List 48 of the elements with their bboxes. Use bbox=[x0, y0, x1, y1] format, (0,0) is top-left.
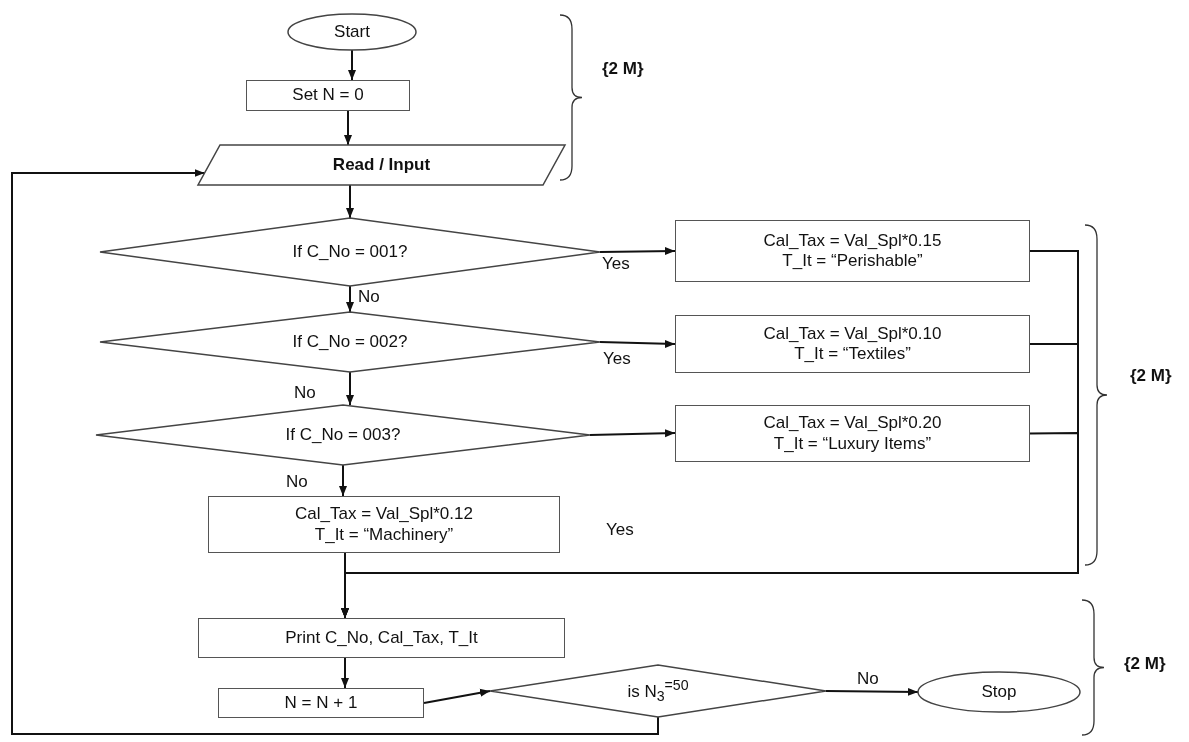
arrow bbox=[341, 657, 349, 689]
process-box bbox=[246, 80, 410, 111]
decision-diamond bbox=[96, 405, 590, 465]
arrow bbox=[348, 49, 356, 81]
node-text: Cal_Tax = Val_Spl*0.12 bbox=[295, 504, 473, 525]
process-box bbox=[208, 496, 560, 553]
node-text: Start bbox=[334, 21, 370, 43]
arrow bbox=[339, 464, 347, 497]
arrow bbox=[423, 688, 491, 704]
node-text: If C_No = 002? bbox=[292, 331, 408, 353]
arrow bbox=[599, 247, 676, 256]
arrow bbox=[346, 184, 354, 219]
terminal-oval bbox=[288, 14, 416, 50]
input-parallelogram bbox=[198, 145, 565, 185]
node-text: Set N = 0 bbox=[292, 85, 364, 106]
node-text: Cal_Tax = Val_Spl*0.15 bbox=[763, 230, 942, 251]
process-box bbox=[675, 220, 1030, 282]
arrow bbox=[344, 110, 352, 146]
node-text: T_It = “Luxury Items” bbox=[773, 433, 932, 454]
node-text: Cal_Tax = Val_Spl*0.20 bbox=[763, 413, 942, 434]
arrow bbox=[346, 371, 354, 406]
marks-label: {2 M} bbox=[1128, 367, 1174, 386]
node-text: Print C_No, Cal_Tax, T_It bbox=[285, 627, 478, 649]
node-text: If C_No = 001? bbox=[292, 241, 408, 263]
output-box bbox=[198, 618, 565, 658]
node-text: Read / Input bbox=[332, 154, 431, 176]
node-text: T_It = “Textiles” bbox=[794, 344, 911, 365]
arrow bbox=[599, 339, 676, 348]
marks-label: {2 M} bbox=[1122, 655, 1168, 674]
decision-diamond bbox=[100, 218, 600, 286]
arrow bbox=[341, 432, 1079, 619]
node-text: N = N + 1 bbox=[284, 692, 358, 714]
node-text: T_It = “Perishable” bbox=[782, 251, 923, 272]
node-text: If C_No = 003? bbox=[285, 424, 401, 446]
node-text: T_It = “Machinery” bbox=[314, 524, 454, 545]
node-text: Cal_Tax = Val_Spl*0.10 bbox=[763, 323, 942, 344]
arrow bbox=[825, 687, 919, 696]
arrow bbox=[11, 169, 659, 735]
process-box bbox=[675, 315, 1030, 373]
terminal-oval bbox=[918, 672, 1080, 712]
marks-label: {2 M} bbox=[600, 60, 646, 79]
arrow bbox=[346, 285, 354, 313]
arrow bbox=[589, 429, 676, 438]
process-box bbox=[218, 688, 424, 718]
decision-diamond bbox=[100, 312, 600, 372]
decision-diamond bbox=[490, 665, 826, 717]
node-text: Stop bbox=[981, 681, 1017, 703]
process-box bbox=[675, 405, 1030, 462]
